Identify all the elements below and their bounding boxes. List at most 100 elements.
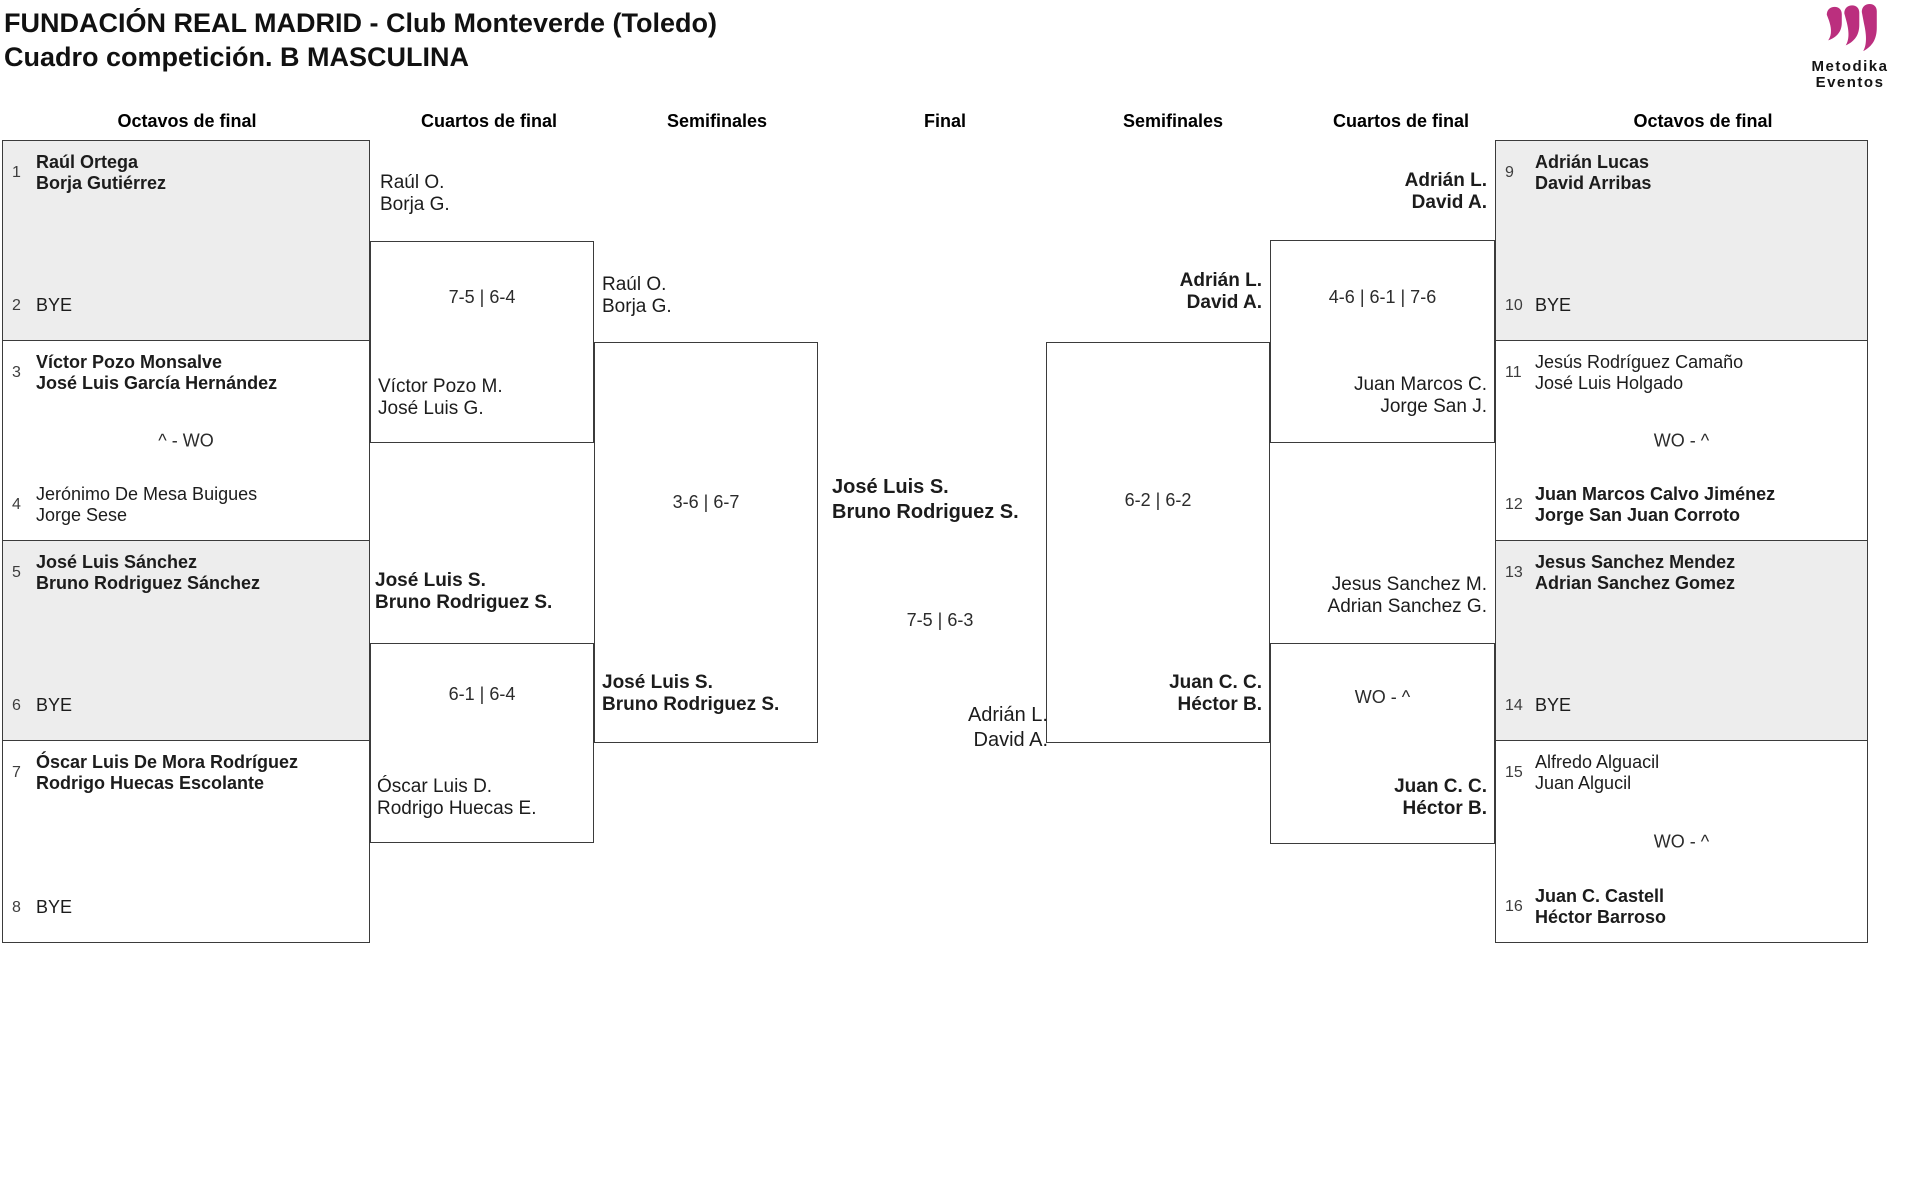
cuartos4-top-team: Jesus Sanchez M.Adrian Sanchez G.: [1327, 574, 1487, 617]
seed-number: 15: [1505, 764, 1523, 781]
team-names: Víctor Pozo Monsalve José Luis García He…: [36, 352, 278, 393]
team-names: Juan C. Castell Héctor Barroso: [1535, 886, 1667, 927]
match-box-octavos-5-6: 5 José Luis Sánchez Bruno Rodriguez Sánc…: [2, 540, 370, 741]
final-bottom-team: Adrián L.David A.: [967, 704, 1048, 751]
cuartos4-score: WO - ^: [1354, 687, 1411, 707]
cuartos3-bottom-team: Juan Marcos C.Jorge San J.: [1353, 374, 1487, 417]
round-header-semifinales-right: Semifinales: [1122, 111, 1224, 131]
round-header-octavos-left: Octavos de final: [117, 111, 257, 131]
cuartos4-bottom-team: Juan C. C.Héctor B.: [1394, 776, 1487, 819]
team-names: Raúl Ortega Borja Gutiérrez: [36, 152, 167, 193]
cuartos3-score: 4-6 | 6-1 | 7-6: [1328, 287, 1437, 307]
match-box-octavos-15-16: 15 Alfredo Alguacil Juan Algucil WO - ^ …: [1495, 740, 1868, 943]
match-score: WO - ^: [1653, 430, 1710, 450]
match-box-octavos-1-2: 1 Raúl Ortega Borja Gutiérrez 2 BYE: [2, 140, 370, 341]
seed-number: 3: [12, 364, 21, 381]
seed-number: 7: [12, 764, 21, 781]
brand-name-line2: Eventos: [1815, 74, 1885, 91]
team-names: BYE: [1535, 295, 1572, 315]
semifinal-left-score: 3-6 | 6-7: [672, 492, 740, 512]
match-box-octavos-7-8: 7 Óscar Luis De Mora Rodríguez Rodrigo H…: [2, 740, 370, 943]
round-header-cuartos-right: Cuartos de final: [1332, 111, 1470, 131]
seed-number: 12: [1505, 496, 1523, 513]
round-header-semifinales-left: Semifinales: [666, 111, 768, 131]
seed-number: 8: [12, 898, 21, 916]
match-score: WO - ^: [1653, 831, 1710, 851]
team-seed-14: 14 BYE: [1505, 695, 1861, 716]
match-score: ^ - WO: [158, 430, 214, 450]
cuartos1-top-team: Raúl O.Borja G.: [380, 172, 450, 215]
seed-number: 13: [1505, 564, 1523, 581]
page-title: FUNDACIÓN REAL MADRID - Club Monteverde …: [4, 8, 717, 38]
metodika-petals-icon: [1821, 4, 1879, 58]
match-box-cuartos-3: [1270, 240, 1495, 443]
cuartos1-score: 7-5 | 6-4: [448, 287, 516, 307]
team-seed-11: 11 Jesús Rodríguez Camaño José Luis Holg…: [1505, 352, 1861, 394]
match-box-cuartos-4: [1270, 643, 1495, 844]
match-box-semifinal-left: [594, 342, 818, 743]
team-seed-2: 2 BYE: [12, 295, 363, 316]
team-seed-9: 9 Adrián Lucas David Arribas: [1505, 152, 1861, 194]
page-title-block: FUNDACIÓN REAL MADRID - Club Monteverde …: [4, 6, 717, 74]
seed-number: 10: [1505, 296, 1523, 314]
seed-number: 11: [1505, 364, 1522, 381]
seed-number: 9: [1505, 164, 1514, 181]
team-seed-7: 7 Óscar Luis De Mora Rodríguez Rodrigo H…: [12, 752, 363, 794]
team-seed-6: 6 BYE: [12, 695, 363, 716]
seed-number: 16: [1505, 898, 1523, 915]
seed-number: 1: [12, 164, 21, 181]
team-seed-3: 3 Víctor Pozo Monsalve José Luis García …: [12, 352, 363, 394]
team-names: Juan Marcos Calvo Jiménez Jorge San Juan…: [1535, 484, 1776, 525]
match-box-octavos-9-10: 9 Adrián Lucas David Arribas 10 BYE: [1495, 140, 1868, 341]
semifinal-left-bottom-team: José Luis S.Bruno Rodriguez S.: [602, 672, 780, 715]
team-seed-16: 16 Juan C. Castell Héctor Barroso: [1505, 886, 1861, 928]
team-names: BYE: [36, 695, 73, 715]
round-header-cuartos-left: Cuartos de final: [420, 111, 558, 131]
team-seed-15: 15 Alfredo Alguacil Juan Algucil: [1505, 752, 1861, 794]
seed-number: 14: [1505, 696, 1523, 714]
team-names: BYE: [36, 295, 73, 315]
brand-name-line1: Metodika: [1811, 58, 1889, 75]
seed-number: 2: [12, 296, 21, 314]
cuartos2-score: 6-1 | 6-4: [448, 684, 516, 704]
team-seed-10: 10 BYE: [1505, 295, 1861, 316]
page-subtitle: Cuadro competición. B MASCULINA: [4, 42, 470, 72]
metodika-logo: Metodika Eventos: [1796, 4, 1904, 91]
team-names: José Luis Sánchez Bruno Rodriguez Sánche…: [36, 552, 261, 593]
team-names: BYE: [36, 897, 73, 917]
seed-number: 5: [12, 564, 21, 581]
seed-number: 4: [12, 496, 21, 513]
team-names: Jerónimo De Mesa Buigues Jorge Sese: [36, 484, 258, 525]
team-names: Adrián Lucas David Arribas: [1535, 152, 1652, 193]
team-seed-5: 5 José Luis Sánchez Bruno Rodriguez Sánc…: [12, 552, 363, 594]
team-names: Alfredo Alguacil Juan Algucil: [1535, 752, 1660, 793]
match-box-cuartos-2: [370, 643, 594, 843]
cuartos1-bottom-team: Víctor Pozo M.José Luis G.: [378, 376, 503, 419]
team-names: Jesus Sanchez Mendez Adrian Sanchez Gome…: [1535, 552, 1736, 593]
team-seed-12: 12 Juan Marcos Calvo Jiménez Jorge San J…: [1505, 484, 1861, 526]
team-names: Óscar Luis De Mora Rodríguez Rodrigo Hue…: [36, 752, 299, 793]
round-header-octavos-right: Octavos de final: [1633, 111, 1773, 131]
semifinal-left-top-team: Raúl O.Borja G.: [602, 274, 672, 317]
team-names: BYE: [1535, 695, 1572, 715]
team-seed-1: 1 Raúl Ortega Borja Gutiérrez: [12, 152, 363, 194]
team-seed-8: 8 BYE: [12, 897, 363, 918]
final-top-team: José Luis S.Bruno Rodriguez S.: [832, 476, 1019, 523]
cuartos2-top-team: José Luis S.Bruno Rodriguez S.: [375, 570, 553, 613]
semifinal-right-score: 6-2 | 6-2: [1124, 490, 1192, 510]
round-header-final: Final: [923, 111, 966, 131]
cuartos3-top-team: Adrián L.David A.: [1404, 170, 1487, 213]
semifinal-right-bottom-team: Juan C. C.Héctor B.: [1169, 672, 1262, 715]
match-box-octavos-13-14: 13 Jesus Sanchez Mendez Adrian Sanchez G…: [1495, 540, 1868, 741]
match-box-cuartos-1: [370, 241, 594, 443]
seed-number: 6: [12, 696, 21, 714]
match-box-octavos-11-12: 11 Jesús Rodríguez Camaño José Luis Holg…: [1495, 340, 1868, 541]
semifinal-right-top-team: Adrián L.David A.: [1179, 270, 1262, 313]
match-box-octavos-3-4: 3 Víctor Pozo Monsalve José Luis García …: [2, 340, 370, 541]
match-box-semifinal-right: [1046, 342, 1270, 743]
cuartos2-bottom-team: Óscar Luis D.Rodrigo Huecas E.: [377, 776, 537, 819]
team-seed-13: 13 Jesus Sanchez Mendez Adrian Sanchez G…: [1505, 552, 1861, 594]
team-seed-4: 4 Jerónimo De Mesa Buigues Jorge Sese: [12, 484, 363, 526]
team-names: Jesús Rodríguez Camaño José Luis Holgado: [1535, 352, 1744, 393]
